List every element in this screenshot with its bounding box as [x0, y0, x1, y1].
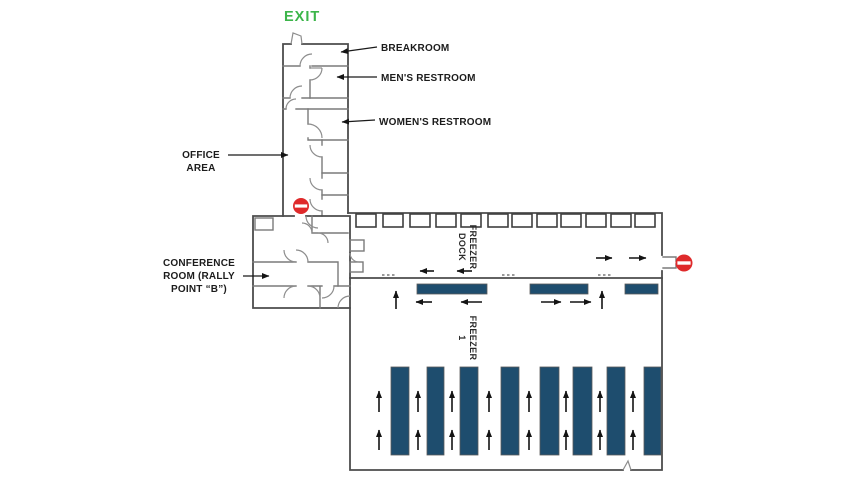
door-arcs: [283, 53, 360, 309]
freezer-1-label: FREEZER 1: [457, 316, 478, 361]
freezer-dock-label: FREEZER DOCK: [457, 225, 478, 270]
svg-text:FREEZER: FREEZER: [468, 225, 478, 270]
dock-doors: [355, 213, 656, 228]
conference-room-label: CONFERENCE ROOM (RALLY POINT “B”): [163, 258, 235, 295]
office-area-label: OFFICE AREA: [182, 150, 220, 174]
building-walls: [252, 32, 677, 471]
no-entry-icon: [675, 254, 693, 272]
svg-text:DOCK: DOCK: [457, 233, 467, 261]
svg-text:OFFICE: OFFICE: [182, 150, 220, 161]
label-leaders: [228, 46, 378, 279]
breakroom-label: BREAKROOM: [381, 43, 449, 54]
svg-text:AREA: AREA: [186, 163, 215, 174]
svg-text:1: 1: [457, 335, 467, 340]
mens-restroom-label: MEN'S RESTROOM: [381, 73, 476, 84]
womens-restroom-label: WOMEN'S RESTROOM: [379, 117, 491, 128]
svg-text:ROOM (RALLY: ROOM (RALLY: [163, 271, 235, 282]
evacuation-arrows: [376, 255, 647, 450]
svg-text:POINT “B”): POINT “B”): [171, 284, 227, 295]
svg-text:FREEZER: FREEZER: [468, 316, 478, 361]
exit-label: EXIT: [284, 9, 320, 25]
svg-text:CONFERENCE: CONFERENCE: [163, 258, 235, 269]
no-entry-icon: [293, 198, 309, 214]
freezer-racks: [390, 283, 662, 456]
